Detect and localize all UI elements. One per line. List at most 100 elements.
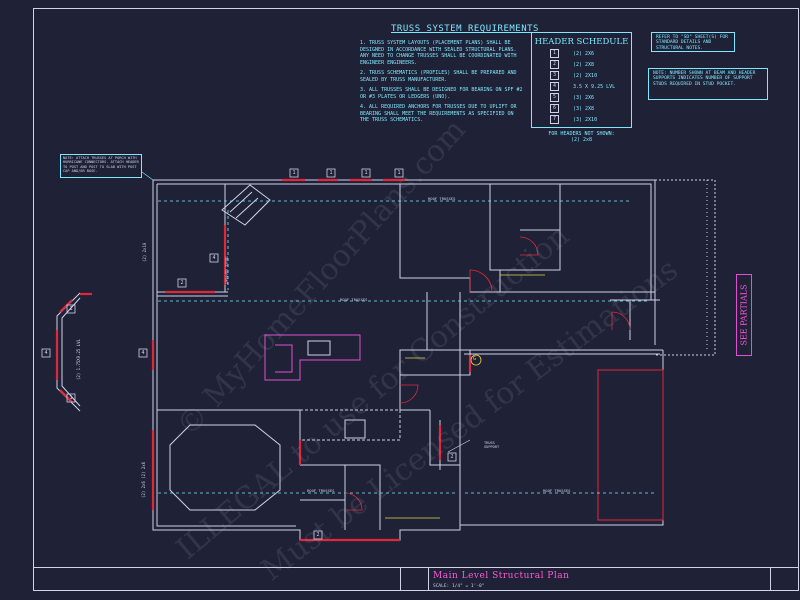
bay-window-inner (61, 297, 81, 407)
header-tag-box (361, 168, 371, 178)
header-schedule-row: 2 (2) 2X8 (550, 59, 632, 70)
header-tag-box (66, 393, 76, 403)
door-swing (519, 236, 539, 256)
header-schedule-row: 7 (3) 2X10 (550, 114, 632, 125)
header-number: 3 (550, 71, 559, 80)
cooktop (344, 419, 366, 439)
header-schedule-box (531, 32, 632, 128)
header-tag-box (326, 168, 336, 178)
header-tag-box (41, 348, 51, 358)
header-spec: (2) 2X6 (573, 50, 595, 57)
title-block-separator (400, 567, 401, 591)
truss-requirements-notes: 1. TRUSS SYSTEM LAYOUTS (PLACEMENT PLANS… (360, 40, 525, 128)
truss-note: 2. TRUSS SCHEMATICS (PROFILES) SHALL BE … (360, 70, 517, 83)
header-beam (59, 299, 73, 313)
header-spec: (3) 2X10 (573, 116, 598, 123)
callout-leader (141, 171, 154, 181)
interior-wall (399, 292, 471, 376)
roof-trusses-label: ROOF TRUSSES (543, 488, 571, 493)
garage-wall (459, 349, 663, 525)
header-schedule-footer: FOR HEADERS NOT SHOWN: (2) 2x8 (531, 131, 632, 143)
header-spec: (3) 2X8 (573, 105, 595, 112)
header-tag-box (313, 530, 323, 540)
header-schedule-footer-line: FOR HEADERS NOT SHOWN: (548, 131, 615, 137)
header-schedule-row: 4 3.5 X 9.25 LVL (550, 81, 632, 92)
exterior-wall-inner (156, 183, 652, 527)
door-swing (469, 269, 493, 293)
header-tag: 4 (141, 350, 145, 356)
header-tag: 1 (329, 170, 333, 176)
kitchen-island (264, 334, 361, 381)
refer-note: REFER TO "SD" SHEET(S) FOR STANDARD DETA… (651, 32, 735, 52)
header-tag-box (447, 452, 457, 462)
header-tag-box (394, 168, 404, 178)
header-size-label: (2) 2x6 (2) 2x6 (141, 461, 146, 498)
title-block-separator (770, 567, 771, 591)
door-swing (344, 492, 363, 511)
header-tag: 1 (69, 306, 73, 312)
roof-trusses-label: ROOF TRUSSES (340, 297, 368, 302)
header-number: 1 (550, 49, 559, 58)
porch-callout-note: NOTE: ATTACH TRUSSES AT PORCH WITH HURRI… (60, 154, 142, 178)
header-number: 5 (550, 93, 559, 102)
plan-title: Main Level Structural Plan (433, 571, 570, 581)
roof-trusses-label: ROOF TRUSSES (307, 488, 335, 493)
header-spec: (2) 2X10 (573, 72, 598, 79)
interior-wall (300, 464, 381, 530)
header-tag: 2 (316, 532, 320, 538)
sheet-border (33, 8, 799, 591)
truss-note: 1. TRUSS SYSTEM LAYOUTS (PLACEMENT PLANS… (360, 40, 517, 66)
dining-table (169, 424, 281, 511)
header-tag: 2 (180, 280, 184, 286)
header-tag: 1 (397, 170, 401, 176)
plan-scale: SCALE: 1/4" = 1'-0" (433, 584, 485, 589)
header-tag-box (209, 253, 219, 263)
header-size-label: (2) 1.75X9.25 LVL (76, 339, 81, 380)
truss-note: 3. ALL TRUSSES SHALL BE DESIGNED FOR BEA… (360, 87, 523, 100)
counter (300, 409, 401, 441)
header-tag: 1 (364, 170, 368, 176)
header-number: 4 (550, 82, 559, 91)
header-size-label: (2) 2x10 (142, 242, 147, 262)
header-tag: 4 (212, 255, 216, 261)
header-beam (59, 389, 73, 403)
header-tag-box (66, 304, 76, 314)
header-schedule-row: 5 (3) 2X6 (550, 92, 632, 103)
title-block-divider (33, 567, 799, 568)
header-tag-box (289, 168, 299, 178)
column-marker (470, 354, 482, 366)
header-schedule-rows: 1 (2) 2X6 2 (2) 2X8 3 (2) 2X10 4 3.5 X 9.25 … (550, 48, 632, 125)
header-spec: (3) 2X6 (573, 94, 595, 101)
garage-door (597, 369, 664, 521)
header-tag-box (177, 278, 187, 288)
interior-wall (610, 299, 656, 345)
see-partials-box[interactable]: SEE PARTIALS (736, 274, 752, 356)
interior-wall (489, 184, 561, 292)
truss-requirements-title: TRUSS SYSTEM REQUIREMENTS (391, 24, 539, 34)
header-schedule-row: 1 (2) 2X6 (550, 48, 632, 59)
header-tag: 1 (292, 170, 296, 176)
header-number: 6 (550, 104, 559, 113)
header-number: 7 (550, 115, 559, 124)
truss-support-label: TRUSS SUPPORT (224, 256, 228, 285)
truss-support-leader (447, 439, 471, 453)
header-spec: 3.5 X 9.25 LVL (573, 83, 616, 90)
header-tag: 4 (44, 350, 48, 356)
header-schedule-row: 6 (3) 2X8 (550, 103, 632, 114)
header-schedule-title: HEADER SCHEDULE (534, 37, 629, 47)
header-schedule-row: 3 (2) 2X10 (550, 70, 632, 81)
roof-trusses-label: ROOF TRUSSES (428, 196, 456, 201)
header-spec: (2) 2X8 (573, 61, 595, 68)
angled-closet (221, 184, 271, 226)
porch-outline (655, 179, 716, 356)
header-tag: 1 (69, 395, 73, 401)
header-number: 2 (550, 60, 559, 69)
header-tag: 2 (450, 454, 454, 460)
header-tag-box (138, 348, 148, 358)
door-swing (399, 384, 419, 404)
title-block-separator (428, 567, 429, 591)
door-swing (611, 311, 631, 331)
truss-support-label: TRUSS SUPPORT (484, 441, 500, 450)
column-marker-label: G (473, 356, 477, 362)
